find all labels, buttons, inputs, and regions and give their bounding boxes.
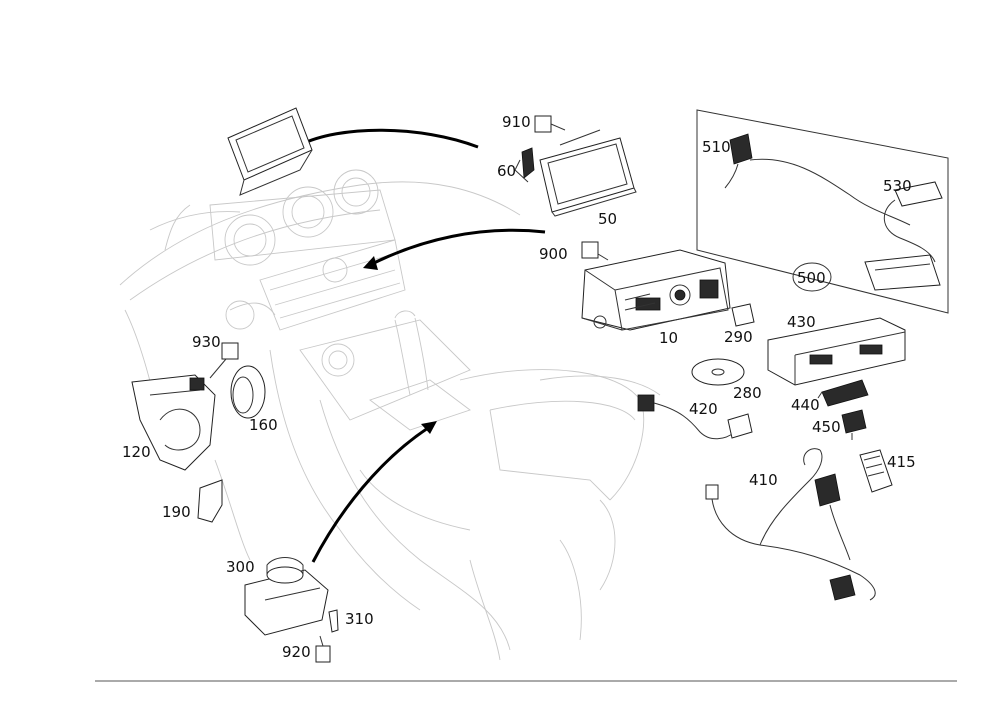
label-510: 510 (702, 138, 731, 156)
cable-420 (637, 394, 753, 440)
label-450: 450 (812, 418, 841, 436)
part-labels: 910 60 50 900 10 290 280 510 530 500 430… (122, 113, 916, 661)
label-910: 910 (502, 113, 531, 131)
unit-530 (894, 181, 943, 207)
clip-60 (514, 147, 535, 183)
bracket-120 (131, 374, 216, 471)
harness-410 (705, 448, 876, 601)
tag-900 (581, 241, 609, 261)
label-50: 50 (598, 210, 617, 228)
tag-910 (534, 115, 566, 133)
label-280: 280 (733, 384, 762, 402)
label-420: 420 (689, 400, 718, 418)
connector-450 (841, 409, 867, 440)
cover-160 (230, 365, 266, 419)
label-10: 10 (659, 329, 678, 347)
tag-920 (315, 635, 331, 663)
label-920: 920 (282, 643, 311, 661)
label-300: 300 (226, 558, 255, 576)
arrow-radio-to-dash (371, 228, 546, 266)
card-290 (731, 303, 755, 327)
connector-440 (817, 379, 869, 407)
kit-panel-500 (696, 109, 949, 314)
tag-930 (209, 342, 239, 379)
switch-510 (729, 133, 753, 165)
arrow-display-to-dash (299, 128, 479, 149)
disc-280 (691, 358, 745, 386)
radio-unit-10 (581, 249, 731, 331)
label-900: 900 (539, 245, 568, 263)
label-415: 415 (887, 453, 916, 471)
label-310: 310 (345, 610, 374, 628)
label-120: 120 (122, 443, 151, 461)
label-410: 410 (749, 471, 778, 489)
arrows (292, 128, 546, 563)
label-160: 160 (249, 416, 278, 434)
label-930: 930 (192, 333, 221, 351)
screw-310 (328, 609, 339, 633)
module-415 (859, 449, 893, 493)
label-290: 290 (724, 328, 753, 346)
label-500: 500 (797, 269, 826, 287)
dash-display-outline (227, 107, 313, 196)
controller-300 (244, 557, 329, 636)
arrow-controller-to-console (311, 426, 429, 563)
label-440: 440 (791, 396, 820, 414)
dashboard-background-sketch (119, 169, 661, 661)
label-530: 530 (883, 177, 912, 195)
media-interface-430 (767, 317, 906, 386)
label-430: 430 (787, 313, 816, 331)
label-60: 60 (497, 162, 516, 180)
duct-190 (197, 479, 223, 523)
label-190: 190 (162, 503, 191, 521)
display-unit-50 (539, 129, 637, 217)
arrowhead-radio (363, 256, 378, 270)
arrowhead-controller (421, 421, 437, 434)
